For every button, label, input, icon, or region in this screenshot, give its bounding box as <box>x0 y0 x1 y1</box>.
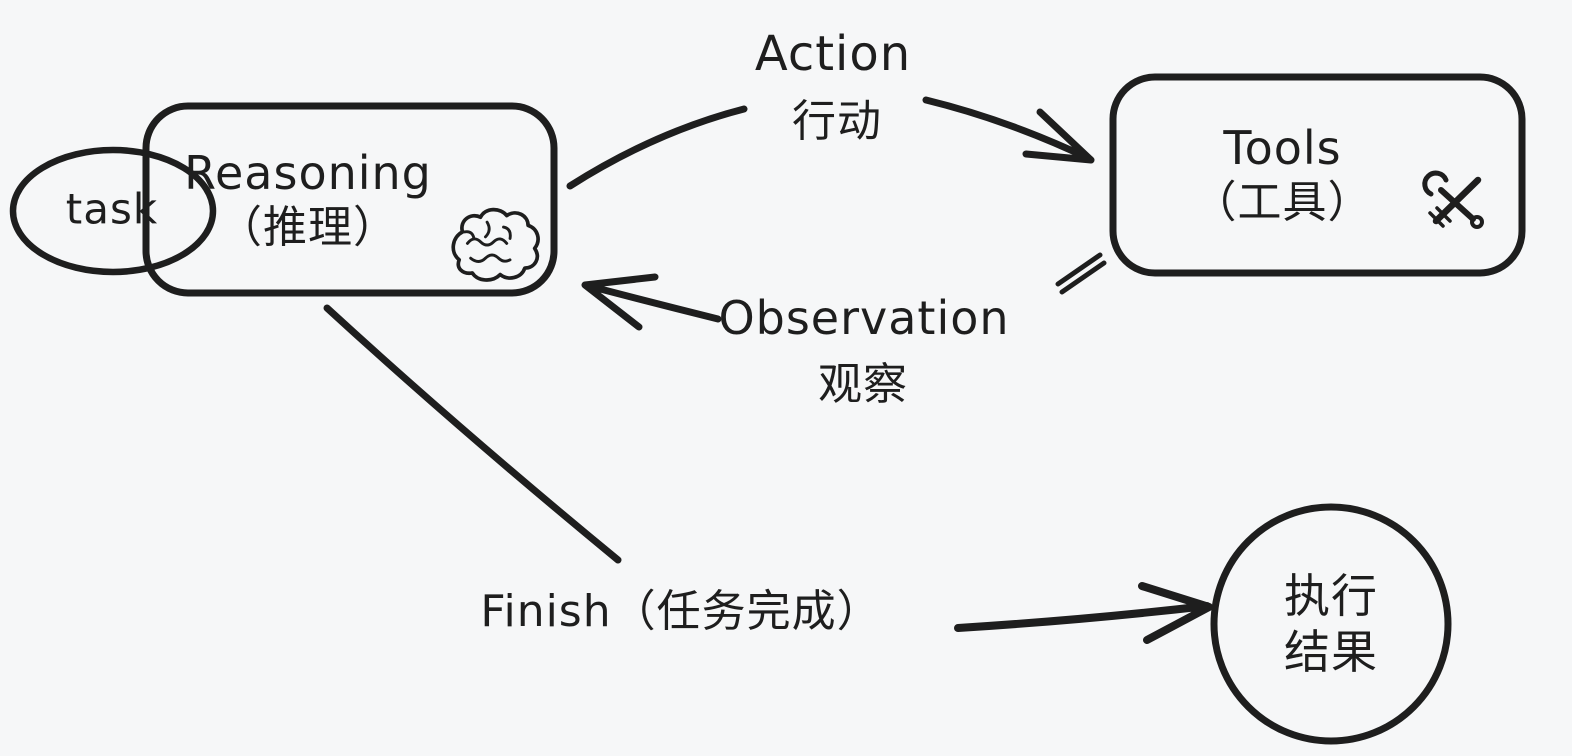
observation-edge-label-zh: 观察 <box>818 359 908 410</box>
reasoning-title: Reasoning <box>184 145 432 200</box>
action-edge-line <box>566 105 748 190</box>
result-circle <box>1210 503 1452 745</box>
reasoning-box <box>142 102 558 297</box>
tools-subtitle: （工具） <box>1192 177 1373 229</box>
action-arrow <box>922 96 1095 164</box>
tools-node: Tools （工具） <box>1113 77 1522 273</box>
tools-title: Tools <box>1223 121 1342 176</box>
finish-edge-label: Finish（任务完成） <box>480 586 882 637</box>
observation-arrow <box>581 273 722 331</box>
task-node-label: task <box>65 184 159 234</box>
reasoning-subtitle: （推理） <box>218 201 398 253</box>
observation-edge-dash <box>1055 252 1107 295</box>
finish-arrow <box>954 582 1213 644</box>
wrench-screwdriver-icon <box>1422 170 1484 229</box>
result-label-line2: 结果 <box>1284 625 1378 679</box>
tools-box <box>1109 73 1526 277</box>
observation-edge-label-en: Observation <box>718 291 1010 345</box>
result-node: 执行 结果 <box>1214 507 1448 741</box>
action-edge-label-en: Action <box>754 26 912 82</box>
result-label-line1: 执行 <box>1284 568 1378 623</box>
task-ellipse <box>9 146 217 276</box>
brain-icon <box>451 207 540 282</box>
reasoning-node: Reasoning （推理） <box>146 106 554 293</box>
finish-edge-line <box>323 304 622 564</box>
action-edge-label-zh: 行动 <box>792 96 882 147</box>
